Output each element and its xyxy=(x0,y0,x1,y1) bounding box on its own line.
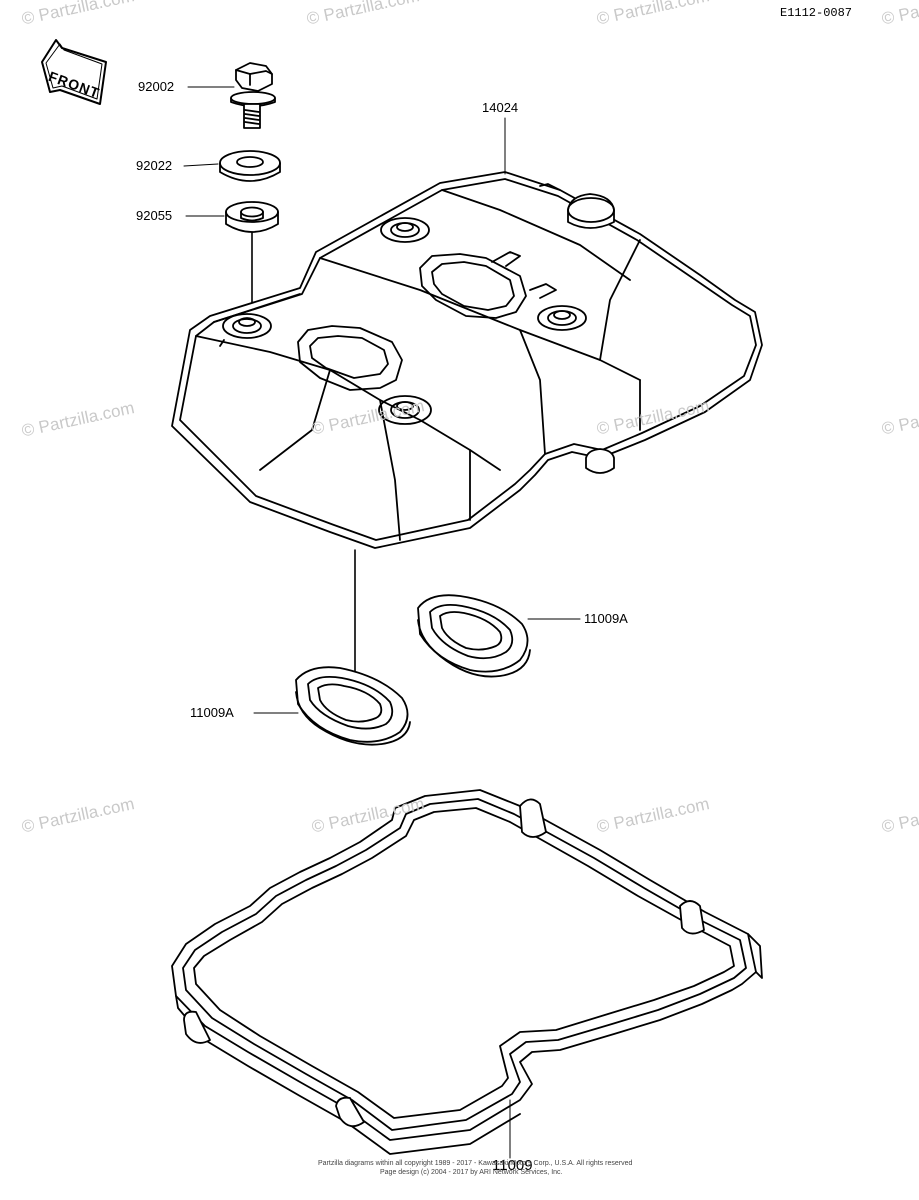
front-arrow-icon xyxy=(41,39,107,105)
copyright-line-2: Page design (c) 2004 - 2017 by ARI Netwo… xyxy=(380,1169,563,1176)
head-cover-gasket-drawing xyxy=(171,789,763,1155)
reference-code: E1112-0087 xyxy=(780,6,853,20)
part-label-rubber-damper[interactable]: 92055 xyxy=(136,208,173,223)
part-label-plug-hole-gasket-right[interactable]: 11009A xyxy=(584,611,628,626)
copyright-line-1: Partzilla diagrams within all copyright … xyxy=(318,1160,633,1167)
part-label-washer[interactable]: 92022 xyxy=(136,158,173,173)
plug-hole-gasket-left-drawing xyxy=(295,666,411,746)
part-label-bolt[interactable]: 92002 xyxy=(138,79,175,94)
part-label-cylinder-head-cover[interactable]: 14024 xyxy=(482,100,519,115)
part-label-plug-hole-gasket-left[interactable]: 11009A xyxy=(190,705,234,720)
washer-drawing xyxy=(219,150,281,182)
leader-lines xyxy=(183,86,581,1159)
rubber-damper-drawing xyxy=(225,201,279,233)
bolt-drawing xyxy=(230,62,276,129)
part-label-head-cover-gasket[interactable]: 11009 xyxy=(492,1157,533,1174)
plug-hole-gasket-right-drawing xyxy=(417,594,531,678)
cylinder-head-cover-drawing xyxy=(171,171,763,549)
